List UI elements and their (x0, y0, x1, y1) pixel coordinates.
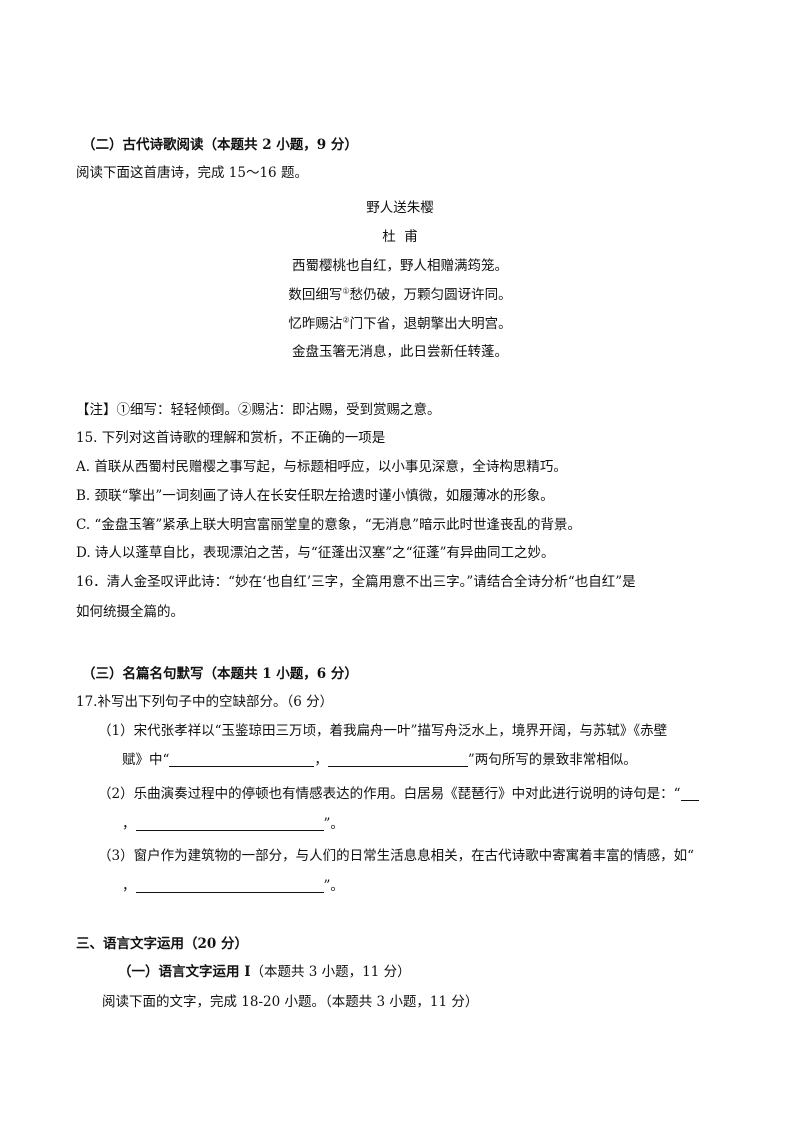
section2-heading: （二）古代诗歌阅读（本题共 2 小题，9 分） (82, 137, 358, 153)
part3-heading: 三、语言文字运用（20 分） (76, 936, 248, 952)
part3-subheading-suffix: （本题共 3 小题，11 分） (250, 964, 411, 980)
section2-intro: 阅读下面这首唐诗，完成 15～16 题。 (76, 165, 308, 181)
q15-stem: 15. 下列对这首诗歌的理解和赏析，不正确的一项是 (76, 430, 386, 446)
q17-part1-line1: （1）宋代张孝祥以“玉鉴琼田三万顷，着我扁舟一叶”描写舟泛水上，境界开阔，与苏轼… (98, 723, 668, 739)
poem-title: 野人送朱樱 (366, 200, 434, 216)
q17-part2-suffix: ”。 (323, 816, 344, 832)
q17-part3-comma: ， (122, 878, 136, 894)
q17-part2-line2: ， ”。 (122, 814, 344, 834)
poem-note: 【注】①细写：轻轻倾倒。②赐沾：即沾赐，受到赏赐之意。 (76, 402, 441, 418)
footnote-marker-2: ② (342, 315, 350, 325)
section3-heading: （三）名篇名句默写（本题共 1 小题，6 分） (82, 666, 358, 682)
part3-subheading: （一）语言文字运用 I（本题共 3 小题，11 分） (118, 962, 411, 982)
q15-option-a: A. 首联从西蜀村民赠樱之事写起，与标题相呼应，以小事见深意，全诗构思精巧。 (76, 459, 567, 475)
answer-blank-5[interactable] (135, 878, 324, 893)
poem-line-2-part-a: 数回细写 (288, 287, 343, 303)
poem-line-2: 数回细写①愁仍破，万颗匀圆讶许同。 (0, 285, 800, 305)
q17-part1-line2: 赋》中“ ， ”两句所写的景致非常相似。 (122, 750, 637, 770)
answer-blank-2[interactable] (327, 752, 468, 767)
q17-stem: 17.补写出下列句子中的空缺部分。（6 分） (76, 694, 334, 710)
q16-line-1: 16．清人金圣叹评此诗：“妙在‘也自红’三字，全篇用意不出三字。”请结合全诗分析… (76, 574, 636, 590)
answer-blank-4[interactable] (135, 816, 324, 831)
q17-part3-suffix: ”。 (323, 878, 344, 894)
q17-part3-line1: （3）窗户作为建筑物的一部分，与人们的日常生活息息相关，在古代诗歌中寄寓着丰富的… (98, 848, 694, 864)
poem-author: 杜 甫 (382, 229, 418, 245)
footnote-marker-1: ① (342, 286, 350, 296)
q17-part1-suffix: ”两句所写的景致非常相似。 (467, 752, 637, 768)
q15-option-c: C. “金盘玉箸”紧承上联大明宫富丽堂皇的意象，“无消息”暗示此时世逢丧乱的背景… (76, 517, 582, 533)
poem-line-2-part-b: 愁仍破，万颗匀圆讶许同。 (349, 287, 512, 303)
poem-line-3: 忆昨赐沾②门下省，退朝擎出大明宫。 (0, 314, 800, 334)
poem-line-3-part-a: 忆昨赐沾 (288, 316, 343, 332)
part3-subheading-title: （一）语言文字运用 I (118, 964, 251, 980)
poem-line-1: 西蜀樱桃也自红，野人相赠满筠笼。 (292, 258, 508, 274)
part3-intro: 阅读下面的文字，完成 18-20 小题。（本题共 3 小题，11 分） (102, 994, 479, 1010)
q15-option-b: B. 颈联“擎出”一词刻画了诗人在长安任职左拾遗时谨小慎微，如履薄冰的形象。 (76, 488, 554, 504)
q17-part2-comma: ， (122, 816, 136, 832)
q17-part2-line1: （2）乐曲演奏过程中的停顿也有情感表达的作用。白居易《琵琶行》中对此进行说明的诗… (98, 784, 699, 804)
q17-part2-text: （2）乐曲演奏过程中的停顿也有情感表达的作用。白居易《琵琶行》中对此进行说明的诗… (98, 786, 681, 802)
q16-line-2: 如何统摄全篇的。 (76, 604, 184, 620)
poem-line-3-part-b: 门下省，退朝擎出大明宫。 (349, 316, 512, 332)
poem-line-4: 金盘玉箸无消息，此日尝新任转蓬。 (292, 344, 508, 360)
q17-part3-line2: ， ”。 (122, 876, 344, 896)
answer-blank-1[interactable] (169, 752, 315, 767)
q17-part1-prefix: 赋》中“ (122, 752, 170, 768)
q15-option-d: D. 诗人以蓬草自比，表现漂泊之苦，与“征蓬出汉塞”之“征蓬”有异曲同工之妙。 (76, 545, 555, 561)
answer-blank-3[interactable] (680, 786, 699, 801)
q17-part1-comma: ， (314, 752, 328, 768)
